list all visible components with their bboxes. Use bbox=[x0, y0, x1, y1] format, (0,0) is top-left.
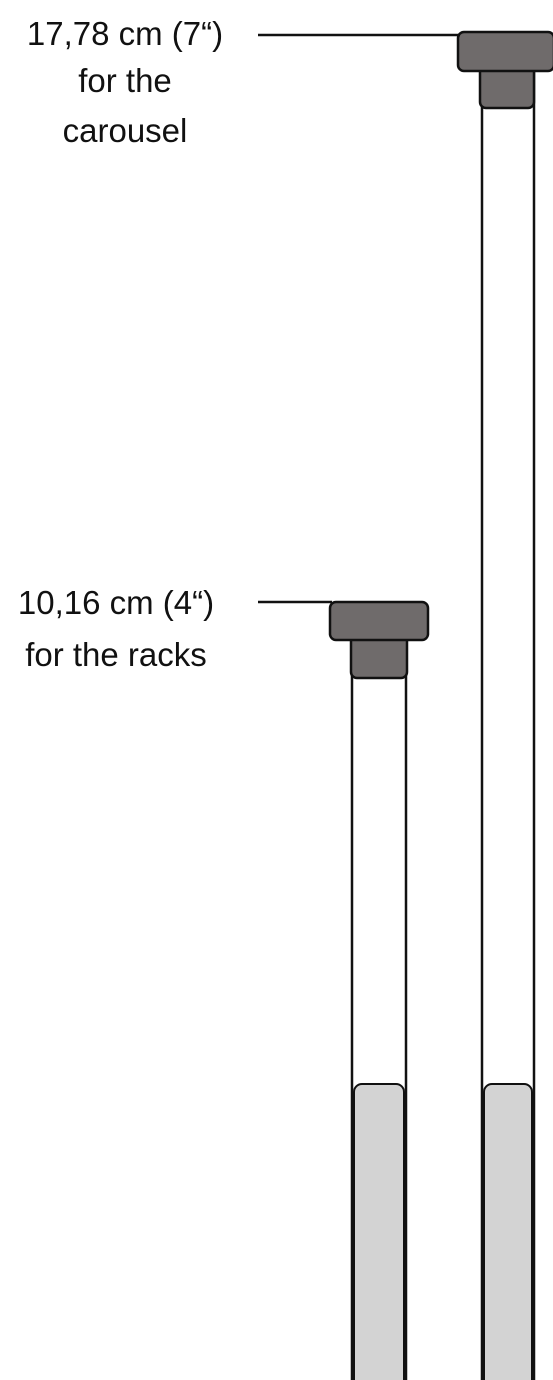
tall-tube bbox=[456, 30, 553, 1380]
short-tube-label-line-1: 10,16 cm (4“) bbox=[18, 584, 214, 621]
short-tube-sample-fill bbox=[353, 1083, 405, 1380]
tall-tube-cap bbox=[456, 30, 553, 73]
tall-tube-label-line-3: carousel bbox=[63, 112, 188, 149]
tall-tube-sample-fill bbox=[483, 1083, 533, 1380]
short-tube-label-line-2: for the racks bbox=[25, 636, 207, 673]
short-tube-cap bbox=[328, 600, 430, 642]
short-tube bbox=[328, 600, 430, 1380]
tall-tube-label-line-2: for the bbox=[78, 62, 172, 99]
tall-tube-label-line-1: 17,78 cm (7“) bbox=[27, 15, 223, 52]
